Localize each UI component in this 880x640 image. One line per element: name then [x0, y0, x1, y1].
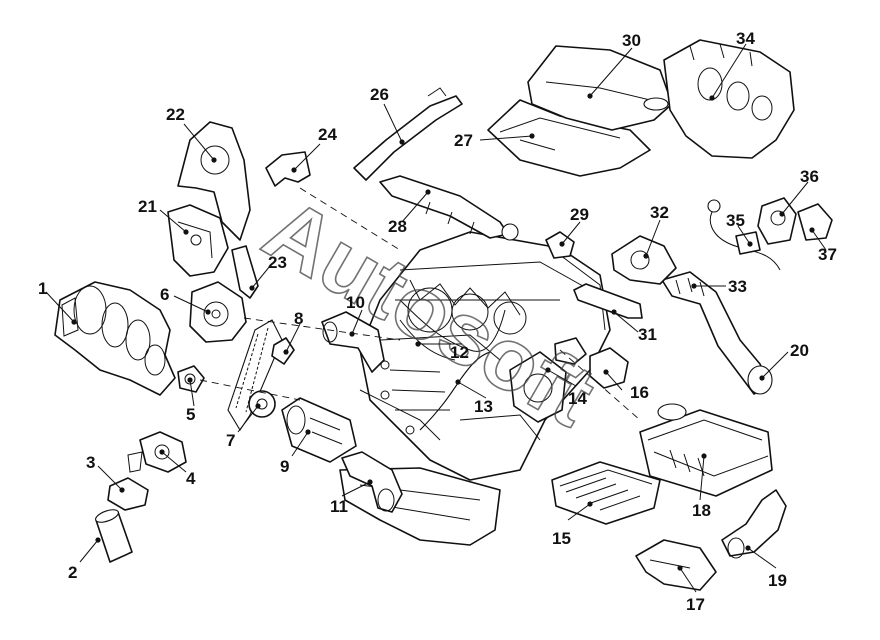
callout-17: 17 [686, 595, 705, 614]
callout-12: 12 [450, 343, 469, 362]
egr-bracket [797, 203, 833, 241]
callout-28: 28 [388, 217, 407, 236]
exhaust-manifold [663, 39, 795, 159]
fuel-rail [379, 175, 519, 241]
intake-duct-lower [635, 539, 717, 591]
callout-35: 35 [726, 211, 745, 230]
air-filter-housing [639, 403, 773, 497]
callout-22: 22 [166, 105, 185, 124]
crank-pulley [189, 281, 247, 343]
callout-3: 3 [86, 453, 95, 472]
engine-mount-bracket [167, 204, 229, 277]
callout-23: 23 [268, 253, 287, 272]
sensor-connector [107, 477, 149, 511]
anchor-dots [71, 93, 815, 571]
callout-10: 10 [346, 293, 365, 312]
callout-32: 32 [650, 203, 669, 222]
air-hose [661, 271, 773, 395]
callout-14: 14 [568, 389, 587, 408]
engine-block [359, 231, 611, 481]
transmission-mount [554, 337, 629, 389]
callout-27: 27 [454, 131, 473, 150]
callout-36: 36 [800, 167, 819, 186]
callout-34: 34 [736, 29, 755, 48]
callout-7: 7 [226, 431, 235, 450]
support-rail [573, 283, 643, 319]
return-pipe [419, 351, 491, 431]
engine-cover [527, 45, 673, 131]
callout-13: 13 [474, 397, 493, 416]
air-filter-element [551, 461, 661, 525]
flywheel-housing [509, 351, 567, 423]
callout-4: 4 [186, 469, 196, 488]
callout-9: 9 [280, 457, 289, 476]
timing-chain [227, 319, 283, 432]
callout-31: 31 [638, 325, 657, 344]
cover-segment [265, 151, 311, 187]
timing-cover [177, 121, 251, 241]
callout-20: 20 [790, 341, 809, 360]
callout-labels: 1 2 3 4 5 6 7 8 9 10 11 12 13 14 15 16 1… [38, 29, 837, 614]
throttle-body [127, 431, 187, 473]
air-intake-elbow [721, 489, 787, 559]
alignment-lines [199, 187, 641, 421]
support-strap [231, 245, 259, 299]
callout-6: 6 [160, 285, 169, 304]
callout-29: 29 [570, 205, 589, 224]
callout-5: 5 [186, 405, 195, 424]
wiring-harness [359, 299, 506, 441]
callout-19: 19 [768, 571, 787, 590]
callout-8: 8 [294, 309, 303, 328]
callout-30: 30 [622, 31, 641, 50]
callout-1: 1 [38, 279, 47, 298]
callout-24: 24 [318, 125, 337, 144]
callout-16: 16 [630, 383, 649, 402]
intake-manifold [54, 281, 176, 396]
throttle-assembly [611, 235, 677, 285]
leader-lines [45, 43, 827, 593]
callout-11: 11 [330, 497, 348, 516]
oil-pump [281, 397, 357, 463]
callout-33: 33 [728, 277, 747, 296]
egr-valve [757, 197, 797, 245]
breather-hose [353, 87, 463, 181]
callout-2: 2 [68, 563, 77, 582]
callout-26: 26 [370, 85, 389, 104]
filter-canister [95, 509, 133, 563]
callout-37: 37 [818, 245, 837, 264]
callout-18: 18 [692, 501, 711, 520]
coolant-pipe [321, 311, 385, 373]
oxygen-sensor-cable [707, 199, 781, 271]
callout-21: 21 [138, 197, 157, 216]
hose-clip [271, 337, 295, 365]
callout-15: 15 [552, 529, 571, 548]
